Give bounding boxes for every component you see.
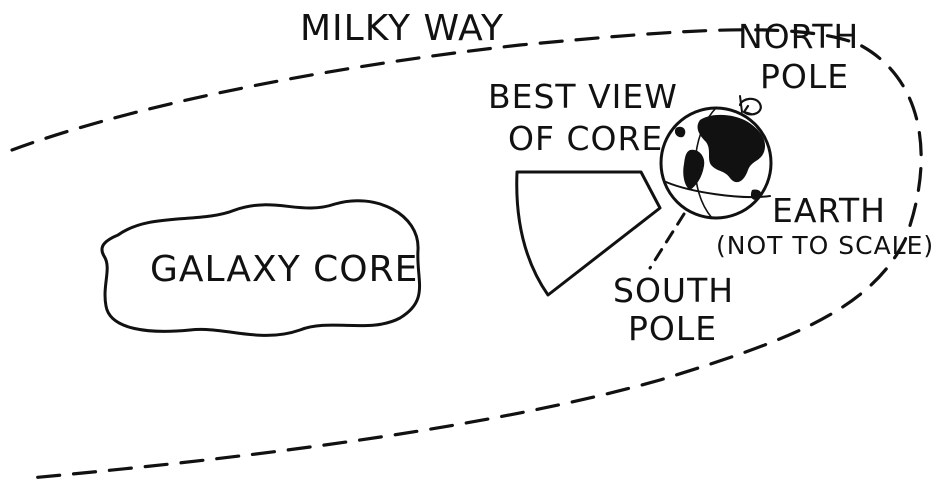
south-pole-label-line1: SOUTH [613,271,734,310]
milky-way-label: MILKY WAY [300,8,504,49]
north-pole-axis [740,96,742,112]
earth-continent-small [675,127,685,138]
south-pole-pointer [650,214,684,268]
north-pole-label-line2: POLE [760,57,849,96]
north-pole-label-line1: NORTH [738,17,859,56]
earth-scale-note: (NOT TO SCALE) [716,231,931,260]
best-view-label-line2: OF CORE [508,119,663,158]
galaxy-core-label: GALAXY CORE [150,249,418,290]
earth-continent-africa [683,150,704,190]
earth-label: EARTH [772,191,886,230]
south-pole-label-line2: POLE [628,309,717,348]
best-view-label-line1: BEST VIEW [488,77,678,116]
rotation-arrowhead [744,106,751,114]
